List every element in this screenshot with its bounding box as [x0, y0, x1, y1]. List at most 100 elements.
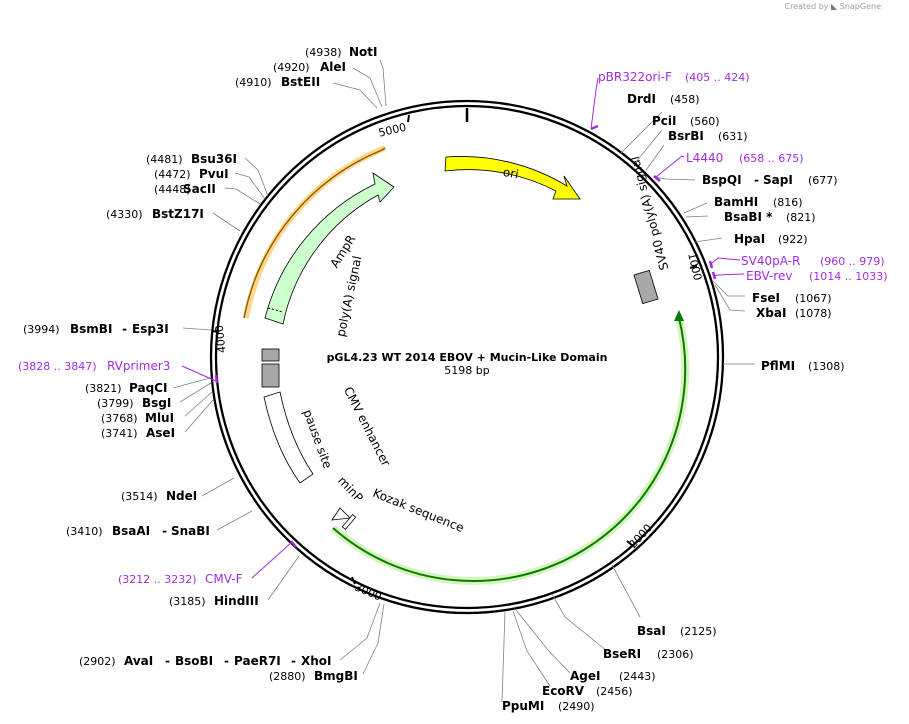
tick-5000 [407, 114, 410, 123]
primer-l4440[interactable]: L4440 [686, 151, 723, 165]
leader-bamhi [683, 202, 708, 214]
site-bspqi[interactable]: BspQI [702, 173, 742, 187]
site-bsai[interactable]: BsaI [637, 624, 666, 638]
leader-ecorv [512, 610, 551, 687]
polya-signal-feature[interactable] [261, 348, 280, 362]
site-alei[interactable]: AleI [320, 60, 346, 74]
site-bsobi[interactable]: BsoBI [175, 654, 213, 668]
backbone [209, 99, 725, 615]
site-xhoi-sep: - [291, 654, 296, 668]
primer-pos-sv40pa-r: (960 .. 979) [820, 255, 885, 268]
primer-pos-rvprimer3: (3828 .. 3847) [18, 360, 97, 373]
leader-bstz17i [212, 212, 241, 232]
primer-pbr322ori-f[interactable]: pBR322ori-F [598, 70, 672, 84]
site-asei[interactable]: AseI [146, 426, 175, 440]
site-esp3i[interactable]: Esp3I [132, 322, 169, 336]
site-xhoi[interactable]: XhoI [301, 654, 332, 668]
primer-pos-l4440: (658 .. 675) [739, 152, 804, 165]
leader-bsgi [179, 382, 212, 403]
site-snabi[interactable]: SnaBI [171, 524, 210, 538]
primer-labels: pBR322ori-F (405 .. 424) L4440 (658 .. 6… [18, 70, 888, 586]
plasmid-length: 5198 bp [444, 364, 489, 377]
kozak-feature[interactable] [341, 514, 357, 530]
site-paer7i[interactable]: PaeR7I [234, 654, 281, 668]
ori-label: ori [502, 165, 520, 181]
site-ndei[interactable]: NdeI [166, 489, 197, 503]
credit-brand: SnapGene [839, 2, 881, 11]
mark-ebv-rev [711, 271, 717, 280]
primer-pos-ebv-rev: (1014 .. 1033) [809, 270, 888, 283]
minp-feature[interactable] [331, 507, 351, 521]
site-pos-mlui: (3768) [101, 412, 138, 425]
site-fsei[interactable]: FseI [752, 291, 780, 305]
site-ecorv[interactable]: EcoRV [542, 684, 585, 698]
site-hindiii[interactable]: HindIII [214, 594, 259, 608]
site-bmgbi[interactable]: BmgBI [314, 669, 358, 683]
site-pos-bsteii: (4910) [235, 76, 272, 89]
sv40-polya-feature[interactable] [633, 269, 659, 305]
site-drdi[interactable]: DrdI [627, 92, 656, 106]
site-pos-bmgbi: (2880) [269, 670, 306, 683]
site-paqci[interactable]: PaqCI [129, 381, 167, 395]
leader-cmv-f [251, 541, 293, 579]
site-pcii[interactable]: PciI [652, 114, 677, 128]
mark-rvprimer3 [214, 374, 219, 384]
site-esp3i-sep: - [122, 322, 127, 336]
site-xbai[interactable]: XbaI [756, 306, 786, 320]
site-ppumi[interactable]: PpuMI [502, 699, 544, 713]
ampr-feature[interactable] [264, 172, 395, 325]
site-bsmbi[interactable]: BsmBI [70, 322, 112, 336]
leader-pvui [234, 172, 266, 200]
primer-sv40pa-r[interactable]: SV40pA-R [741, 254, 800, 268]
site-pos-bsmbi: (3994) [23, 323, 60, 336]
site-pos-fsei: (1067) [795, 292, 832, 305]
site-pos-agei: (2443) [619, 670, 656, 683]
site-sapi[interactable]: SapI [763, 173, 793, 187]
site-bsu36i[interactable]: Bsu36I [191, 152, 237, 166]
leader-ebv-rev [713, 273, 745, 277]
primer-pos-cmv-f: (3212 .. 3232) [118, 573, 197, 586]
site-pos-bspqi: (677) [808, 174, 838, 187]
site-agei[interactable]: AgeI [570, 669, 600, 683]
snapgene-logo-icon: ◣ [831, 2, 838, 11]
cmv-enhancer-feature[interactable] [263, 391, 314, 484]
site-bsabi[interactable]: BsaBI * [724, 210, 773, 224]
site-pvui[interactable]: PvuI [199, 167, 229, 181]
site-pflmi[interactable]: PflMI [761, 359, 795, 373]
ori-feature[interactable] [444, 156, 581, 200]
site-pos-hindiii: (3185) [169, 595, 206, 608]
pause-site-feature[interactable] [261, 363, 280, 388]
site-bseri[interactable]: BseRI [603, 647, 641, 661]
site-bamhi[interactable]: BamHI [714, 195, 758, 209]
site-bsrbi[interactable]: BsrBI [668, 129, 704, 143]
orange-feature[interactable] [243, 147, 386, 319]
insert-feature[interactable] [332, 317, 687, 582]
site-sacii[interactable]: SacII [183, 182, 216, 196]
primer-rvprimer3[interactable]: RVprimer3 [107, 359, 170, 373]
site-pos-pvui: (4472) [154, 168, 191, 181]
site-avai[interactable]: AvaI [124, 654, 153, 668]
site-bsgi[interactable]: BsgI [142, 396, 171, 410]
leader-alei [352, 67, 383, 108]
site-pos-bseri: (2306) [657, 648, 694, 661]
tick-4000 [211, 330, 220, 333]
primer-ebv-rev[interactable]: EBV-rev [746, 269, 792, 283]
leader-mlui [184, 391, 213, 417]
site-noti[interactable]: NotI [349, 45, 378, 59]
leader-drdi [620, 111, 663, 154]
site-paer7i-sep: - [224, 654, 229, 668]
site-pos-hpai: (922) [778, 233, 808, 246]
site-mlui[interactable]: MluI [145, 411, 174, 425]
tick-label-5000: 5000 [377, 121, 407, 140]
leader-hindiii [267, 555, 300, 601]
site-hpai[interactable]: HpaI [734, 232, 765, 246]
site-bsteii[interactable]: BstEII [281, 75, 320, 89]
tick-label-1000: 1000 [685, 252, 704, 282]
site-bsaai[interactable]: BsaAI [112, 524, 150, 538]
leader-xbai [714, 284, 746, 312]
tick-label-3000: 3000 [353, 581, 384, 604]
site-bstz17i[interactable]: BstZ17I [152, 207, 204, 221]
primer-cmv-f[interactable]: CMV-F [205, 572, 243, 586]
kozak-label: Kozak sequence [371, 486, 466, 535]
